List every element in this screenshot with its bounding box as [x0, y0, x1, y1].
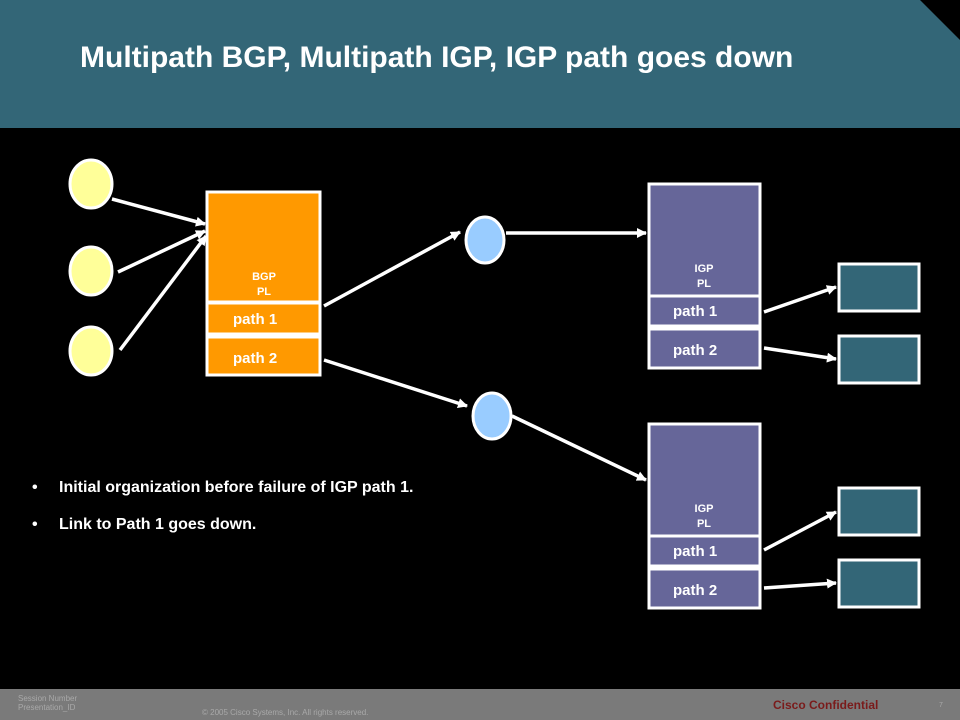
footer-bar: Session Number Presentation_ID © 2005 Ci… — [0, 689, 960, 720]
igp-bottom-label-line1: IGP — [695, 503, 714, 515]
igp-bottom-path1-label: path 1 — [673, 543, 717, 560]
igp-top-path1-label: path 1 — [673, 303, 717, 320]
bullet-text: Initial organization before failure of I… — [59, 479, 414, 496]
arrow-igp-top-path2-to-adj2 — [763, 346, 837, 363]
arrow-igp-bottom-path2-to-adj4 — [763, 578, 837, 590]
bgp-label-line2: PL — [257, 286, 271, 298]
title-bar: Multipath BGP, Multipath IGP, IGP path g… — [0, 0, 960, 128]
bullet-item: • Initial organization before failure of … — [32, 478, 592, 498]
footer-copyright: © 2005 Cisco Systems, Inc. All rights re… — [202, 708, 369, 717]
corner-notch — [920, 0, 960, 40]
bgp-path1-label: path 1 — [233, 311, 277, 328]
arrow-igp-bottom-path1-to-adj3 — [763, 510, 837, 552]
arrow-bgp-path1-to-nexthop1 — [323, 230, 461, 308]
bullet-dot: • — [32, 479, 38, 496]
adjacency-box-4 — [837, 558, 921, 609]
bgp-label-line1: BGP — [252, 271, 276, 283]
footer-confidential: Cisco Confidential — [773, 698, 879, 712]
bgp-path2-label: path 2 — [233, 350, 277, 367]
bgp-path1-cell — [205, 301, 322, 336]
nexthop-node-1 — [464, 215, 506, 265]
igp-bottom-path1-cell — [647, 534, 762, 568]
footer-session-number: Session Number — [18, 694, 78, 703]
igp-top-label-line1: IGP — [695, 263, 714, 275]
arrow-prefix1-to-bgp — [111, 197, 206, 227]
igp-top-label-line2: PL — [697, 278, 711, 290]
igp-bottom-path2-label: path 2 — [673, 582, 717, 599]
igp-top-path2-label: path 2 — [673, 342, 717, 359]
igp-top-path2-cell — [647, 327, 762, 370]
igp-path-list-box-top: IGP PL path 1 path 2 — [647, 182, 762, 370]
bullet-item: • Link to Path 1 goes down. — [32, 515, 592, 535]
slide-title: Multipath BGP, Multipath IGP, IGP path g… — [80, 41, 794, 74]
nexthop-node-2 — [471, 391, 513, 441]
bgp-path-list-box: BGP PL path 1 path 2 — [205, 190, 322, 377]
arrow-nexthop2-to-igp-bottom — [511, 414, 647, 482]
igp-top-path1-cell — [647, 294, 762, 328]
arrow-bgp-path2-to-nexthop2 — [323, 358, 468, 409]
igp-path-list-box-bottom: IGP PL path 1 path 2 — [647, 422, 762, 610]
arrow-igp-top-path1-to-adj1 — [763, 285, 837, 314]
adjacency-box-3 — [837, 486, 921, 537]
footer-presentation-id: Presentation_ID — [18, 703, 76, 712]
prefix-node-2 — [68, 245, 114, 297]
arrow-prefix3-to-bgp — [118, 234, 208, 352]
bgp-path2-cell — [205, 335, 322, 377]
prefix-node-3 — [68, 325, 114, 377]
bullet-text: Link to Path 1 goes down. — [59, 516, 257, 533]
footer-session: Session Number Presentation_ID — [18, 694, 77, 712]
arrow-prefix2-to-bgp — [117, 229, 206, 274]
igp-bottom-path2-cell — [647, 567, 762, 610]
adjacency-box-2 — [837, 334, 921, 385]
bullet-dot: • — [32, 516, 38, 533]
adjacency-box-1 — [837, 262, 921, 313]
prefix-node-1 — [68, 158, 114, 210]
bullet-list: • Initial organization before failure of … — [32, 478, 592, 552]
igp-bottom-label-line2: PL — [697, 518, 711, 530]
footer-page-number: 7 — [939, 702, 943, 709]
